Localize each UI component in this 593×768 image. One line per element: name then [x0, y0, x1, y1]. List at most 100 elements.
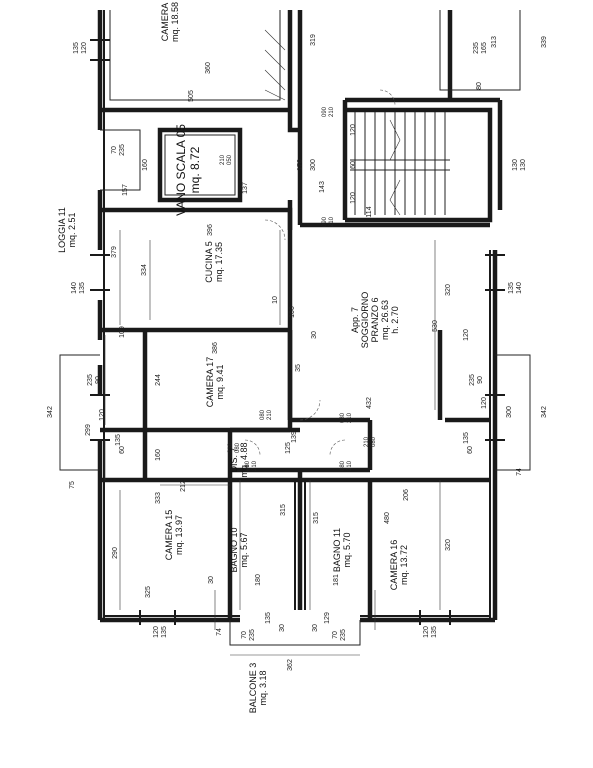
dim-text: 60 [350, 161, 357, 169]
dim-text: 360 [205, 62, 212, 74]
room-camera15-area: mq. 13.97 [174, 515, 184, 555]
dim-text: 342 [541, 406, 548, 418]
dim-text: 235 [473, 42, 480, 54]
dim-text: 120 [423, 626, 430, 638]
bagni-inner [294, 480, 306, 610]
dim-text: 235 [249, 629, 256, 641]
dim-text: 530 [432, 320, 439, 332]
dim-text: 320 [445, 284, 452, 296]
exterior-wall-right [492, 110, 503, 620]
wall-camera-top [100, 10, 300, 133]
dim-text: 180 [255, 574, 262, 586]
dim-text: 139 [291, 431, 298, 443]
dim-text: 143 [319, 181, 326, 193]
dim-text: 505 [188, 90, 195, 102]
dim-text: 120 [153, 626, 160, 638]
dim-text: 70 [241, 631, 248, 639]
dim-text: 160 [142, 159, 149, 171]
dim-text: 181 [333, 574, 340, 586]
door-code: 080 [340, 412, 346, 423]
stair-steps [350, 110, 450, 215]
stair-arrow [389, 119, 401, 216]
dim-text: 74 [516, 468, 523, 476]
door-code: 210 [347, 460, 353, 471]
dim-text: 290 [112, 547, 119, 559]
dim-text: 235 [119, 144, 126, 156]
room-loggia-name: LOGGIA 11 [57, 207, 67, 253]
room-bagno11-area: mq. 5.70 [342, 532, 352, 567]
mid-walls [100, 427, 233, 483]
door-swings [244, 89, 396, 456]
dim-text: 100 [289, 306, 296, 318]
door-code: 080 [340, 460, 346, 471]
dim-text: 135 [161, 626, 168, 638]
dim-text: 320 [445, 539, 452, 551]
door-code: 090 [322, 106, 328, 117]
dim-text: 120 [463, 329, 470, 341]
door-code: 080 [371, 436, 377, 447]
dim-text: 135 [79, 282, 86, 294]
dim-text: 75 [69, 481, 76, 489]
dim-text: 235 [340, 629, 347, 641]
room-soggiorno-height: h. 2.70 [390, 306, 400, 334]
door-code: 210 [267, 409, 273, 420]
room-soggiorno-area: mq. 26.63 [380, 300, 390, 340]
dim-text: 300 [506, 406, 513, 418]
dim-text: 135 [265, 612, 272, 624]
room-bagno10-area: mq. 5.67 [239, 532, 249, 567]
loggia-outline [100, 129, 141, 191]
room-cucina-name: CUCINA 5 [204, 241, 214, 283]
room-cucina-area: mq. 17.35 [214, 242, 224, 282]
bagni-walls [227, 477, 373, 620]
bay-left [59, 354, 100, 471]
dim-text: 157 [122, 184, 129, 196]
stair-outline [345, 107, 493, 223]
dim-text: 212 [180, 480, 187, 492]
dim-lines [59, 230, 531, 656]
wall-top-right [297, 10, 503, 220]
dim-text: 35 [295, 364, 302, 372]
dim-text: 140 [516, 282, 523, 294]
dim-text: 160 [155, 449, 162, 461]
door-code: 080 [260, 409, 266, 420]
door-code: 080 [235, 442, 241, 453]
dim-text: 129 [324, 612, 331, 624]
dim-text: 114 [366, 206, 373, 217]
dim-text: 90 [95, 376, 102, 384]
dim-text: 235 [469, 374, 476, 386]
dim-text: 70 [111, 146, 118, 154]
dim-text: 432 [366, 397, 373, 409]
dim-text: 60 [467, 446, 474, 454]
dim-text: 379 [111, 246, 118, 258]
dim-text: 120 [99, 409, 106, 421]
balcone-outline [229, 620, 361, 646]
soggiorno-walls [290, 222, 490, 470]
cucina-walls [100, 207, 293, 420]
door-code: 050 [227, 154, 233, 165]
vano-scala-inner [164, 134, 236, 196]
dim-text: 135 [463, 432, 470, 444]
dim-text: 342 [47, 406, 54, 418]
room-vano-scala-area: mq. 8.72 [188, 146, 202, 193]
dim-text: 109 [119, 326, 126, 338]
room-camera-top-name: CAMERA [160, 3, 170, 42]
dim-text: 339 [541, 36, 548, 48]
room-camera15-name: CAMERA 15 [164, 510, 174, 561]
dim-text: 313 [491, 36, 498, 48]
room-soggiorno-app: App. 7 [350, 307, 360, 333]
door-code: 210 [347, 412, 353, 423]
dim-text: 137 [242, 182, 249, 194]
room-camera17-area: mq. 9.41 [215, 364, 225, 399]
dim-text: 130 [512, 159, 519, 171]
door-code: 090 [322, 216, 328, 227]
dim-text: 120 [350, 124, 357, 136]
dim-text: 480 [384, 512, 391, 524]
dim-text: 170 [297, 159, 304, 171]
room-balcone-name: BALCONE 3 [248, 663, 258, 714]
door-code: 210 [220, 154, 226, 165]
dim-text: 120 [81, 42, 88, 54]
dim-text: 135 [508, 282, 515, 294]
dim-text: 30 [312, 624, 319, 632]
dim-text: 300 [310, 159, 317, 171]
landing-walls [287, 130, 345, 230]
